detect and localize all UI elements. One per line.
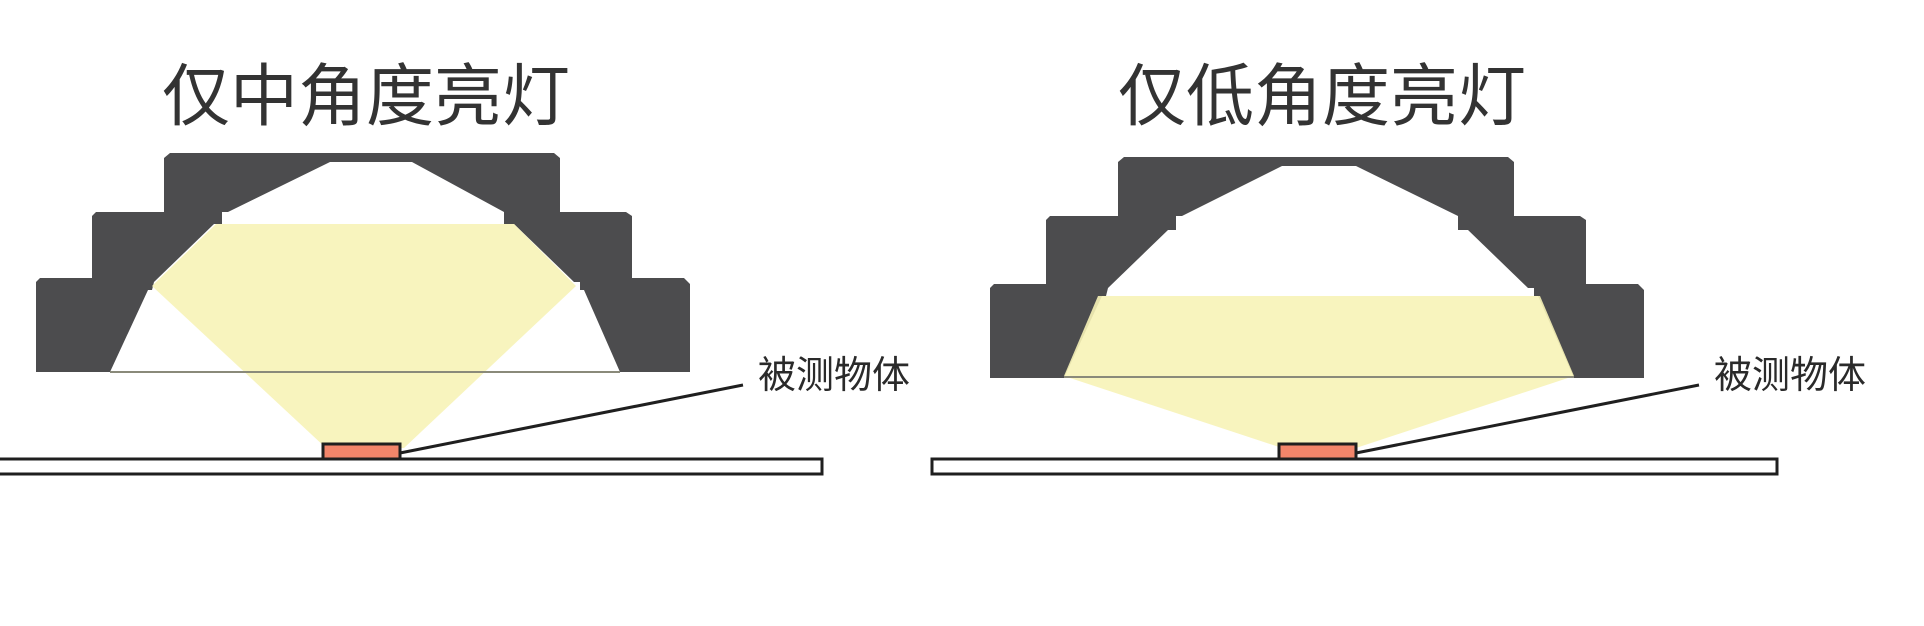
panel-title: 仅中角度亮灯 [162, 58, 570, 137]
base-stage [930, 457, 1779, 476]
panel-low-angle: 仅低角度亮灯 被测物体 [930, 58, 1866, 476]
test-object [1277, 442, 1358, 461]
dome-light-housing [36, 153, 690, 372]
light-beam [152, 224, 576, 448]
object-label: 被测物体 [1714, 353, 1866, 397]
panel-middle-angle: 仅中角度亮灯 被测物体 [0, 58, 910, 476]
leader-line [1355, 383, 1700, 455]
light-beam [1064, 296, 1574, 448]
object-label: 被测物体 [758, 353, 910, 397]
base-stage [0, 457, 824, 476]
panel-title: 仅低角度亮灯 [1118, 58, 1526, 137]
leader-line [399, 383, 744, 455]
test-object [321, 442, 402, 461]
dome-light-housing [990, 157, 1644, 378]
